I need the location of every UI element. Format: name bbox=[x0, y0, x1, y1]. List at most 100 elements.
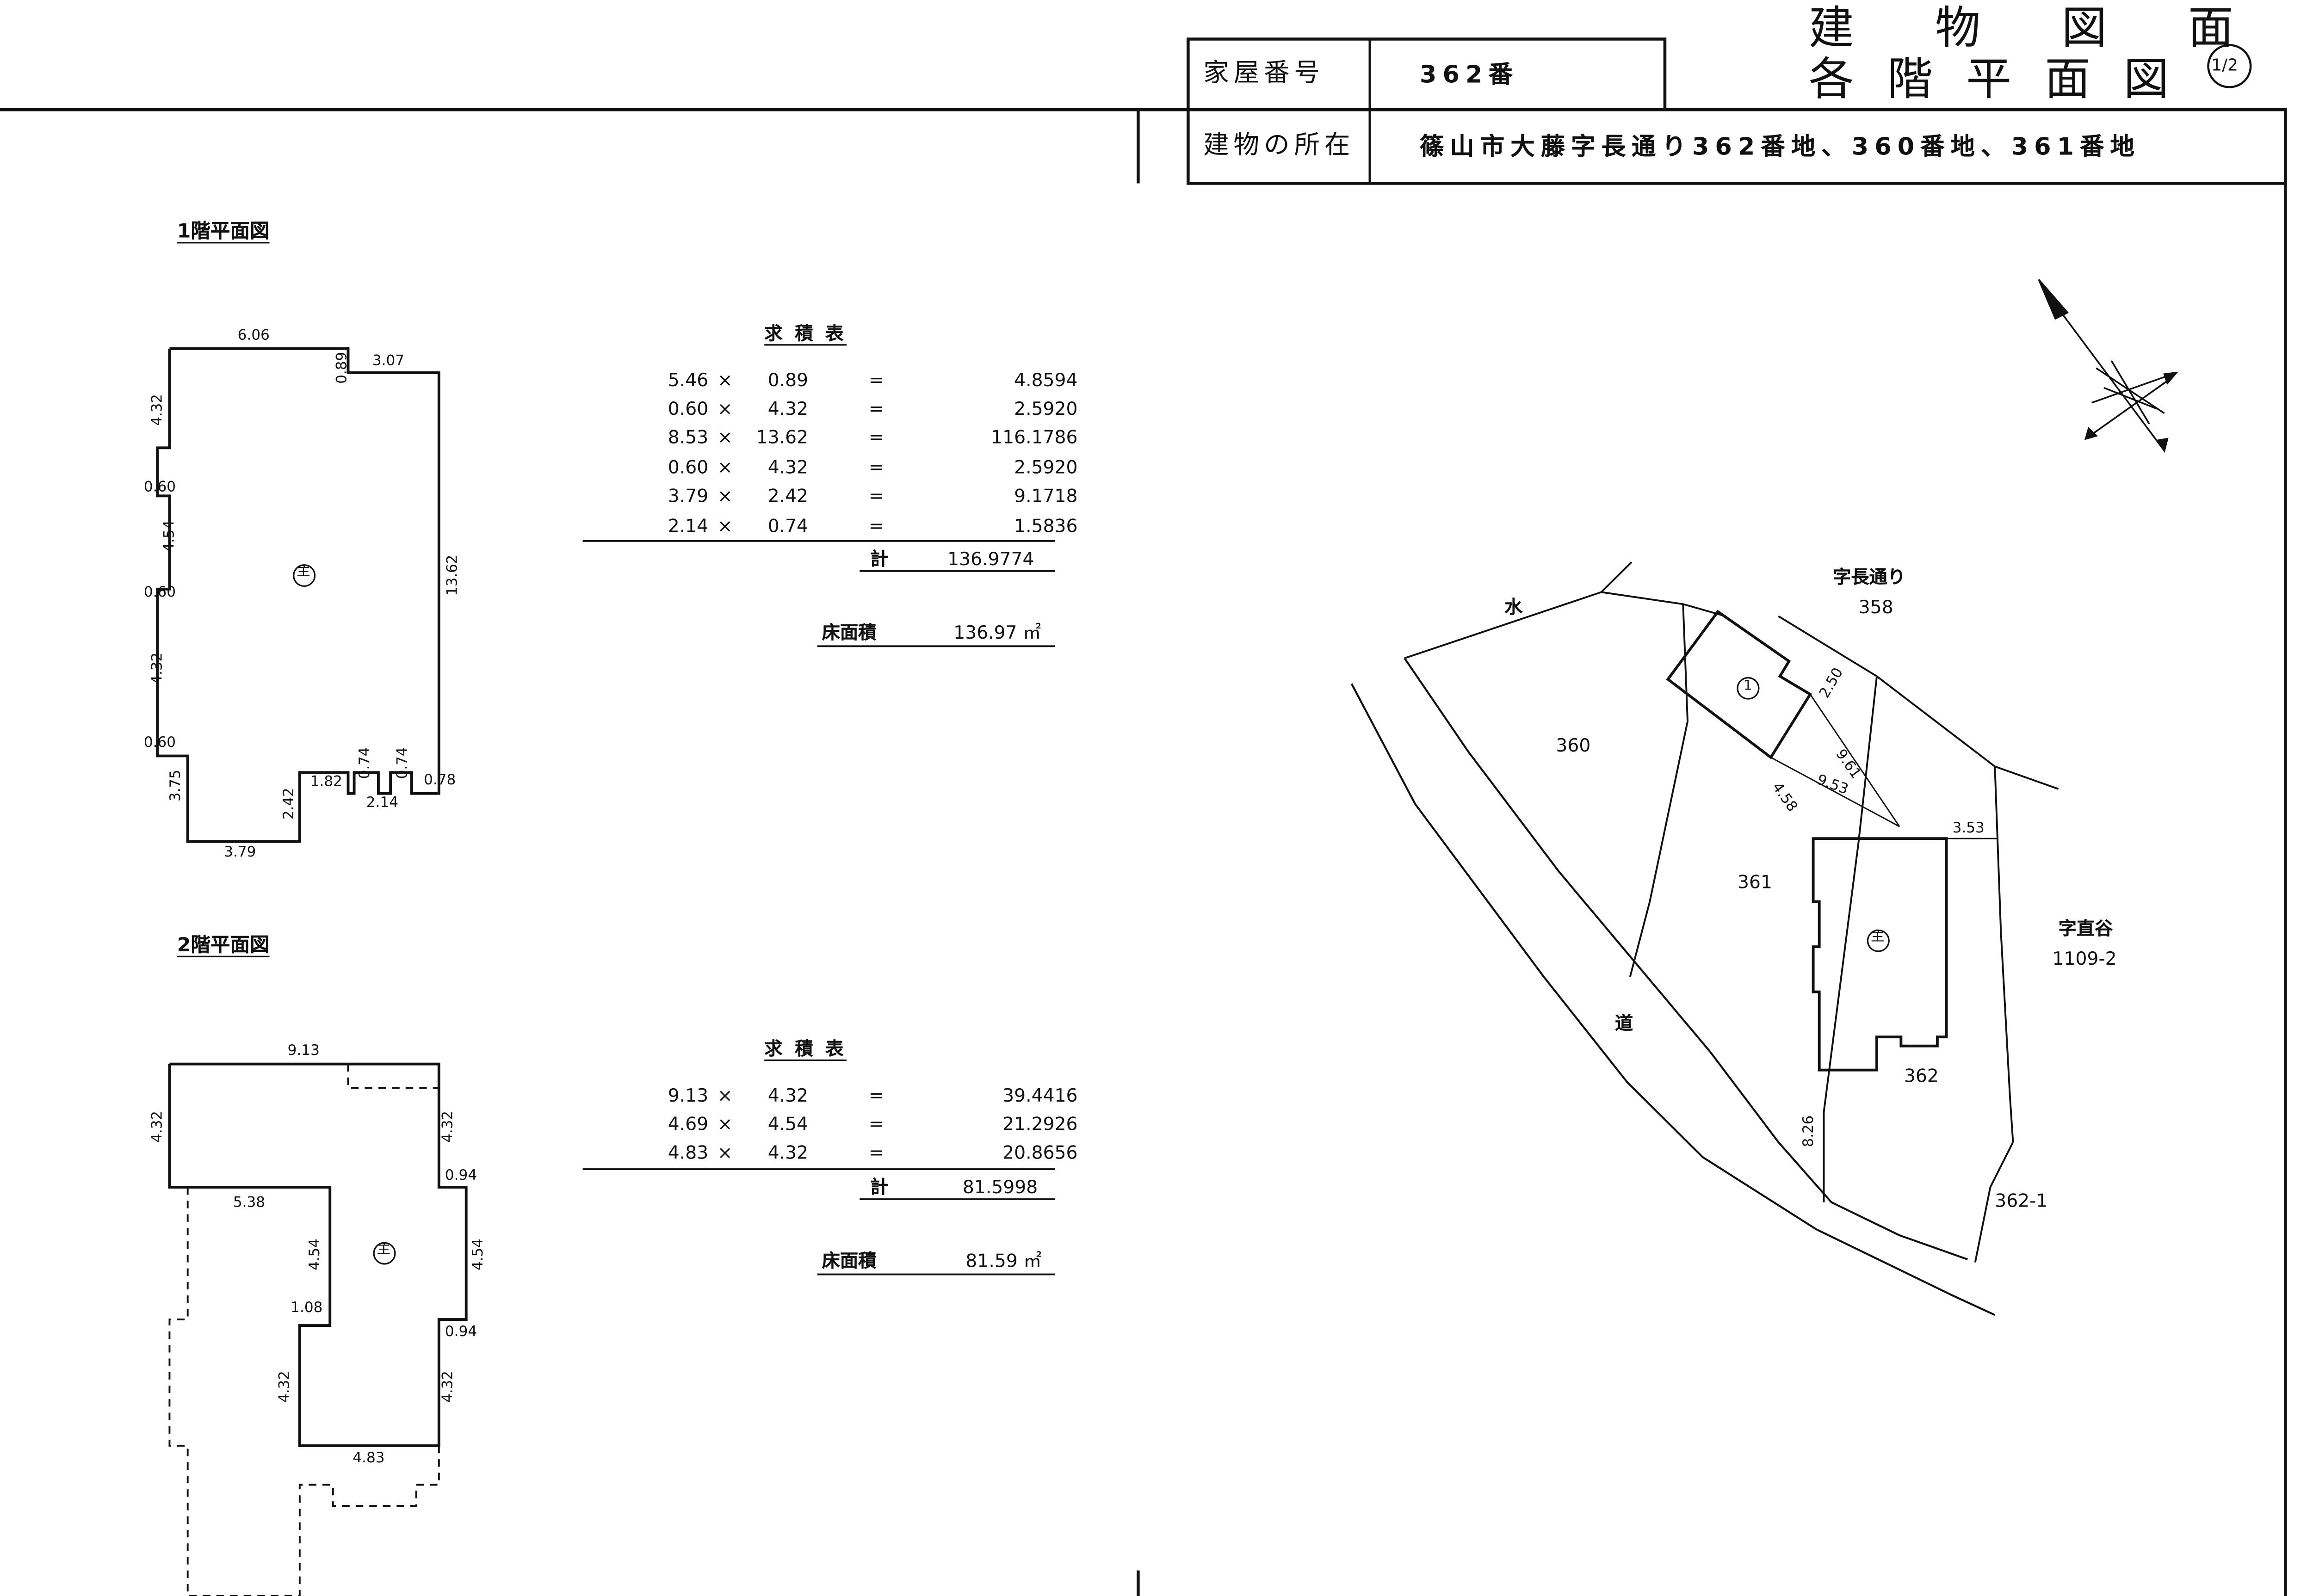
floor2-main-circle bbox=[373, 1242, 396, 1265]
floor1-calc-cell-a: 2.14 bbox=[668, 515, 709, 536]
floor1-calc-cell-b: 2.42 bbox=[767, 486, 809, 507]
floor1-calc-cell-r: 116.1786 bbox=[991, 427, 1078, 449]
floor2-calc-cell-a: 4.83 bbox=[668, 1143, 709, 1164]
floor1-calc-cell-eq: = bbox=[868, 486, 884, 507]
floor1-calc-cell-r: 2.5920 bbox=[1014, 456, 1078, 478]
floor1-main-mark: 主 bbox=[297, 565, 310, 580]
f2-dim-left-c: 4.54 bbox=[307, 1239, 324, 1270]
floor2-calc-cell-b: 4.32 bbox=[767, 1085, 809, 1106]
floor1-calc-cell-b: 4.32 bbox=[767, 456, 809, 478]
floor1-calc-cell-r: 4.8594 bbox=[1014, 369, 1078, 390]
f1-dim-left-a: 4.32 bbox=[149, 394, 167, 426]
f1-dim-left-e: 4.32 bbox=[149, 652, 167, 684]
floor2-title: 2階平面図 bbox=[177, 935, 270, 957]
floor1-calc-cell-op: × bbox=[717, 398, 733, 419]
floor1-calc-cell-b: 4.32 bbox=[767, 398, 809, 419]
location-label: 建物の所在 bbox=[1203, 130, 1355, 161]
floor1-calc-row: 0.60×4.32=2.5920 bbox=[648, 453, 1078, 482]
site-water-line bbox=[1404, 561, 1633, 659]
f2-dim-top: 9.13 bbox=[287, 1043, 320, 1060]
site-boundary-top-a bbox=[1601, 591, 1726, 617]
site-road-lot: 358 bbox=[1858, 597, 1893, 618]
floor1-calc-cell-op: × bbox=[717, 456, 733, 478]
site-boundary-top-b bbox=[1778, 615, 2059, 790]
site-attached-mark: 1 bbox=[1744, 679, 1752, 695]
floor2-calc-cell-eq: = bbox=[868, 1143, 884, 1164]
f1-dim-top-c: 3.07 bbox=[372, 353, 405, 370]
floor2-calc-row: 4.69×4.54=21.2926 bbox=[648, 1109, 1078, 1139]
floor1-title: 1階平面図 bbox=[177, 221, 270, 244]
title-line2: 各階平面図 bbox=[1808, 54, 2202, 107]
floor2-calc-cell-b: 4.32 bbox=[767, 1143, 809, 1164]
floor1-calc-cell-a: 3.79 bbox=[668, 486, 709, 507]
site-water-label: 水 bbox=[1504, 597, 1523, 618]
floor2-calc-title: 求 積 表 bbox=[764, 1038, 847, 1060]
site-lot-362: 362 bbox=[1904, 1065, 1939, 1087]
floor1-calc-cell-a: 0.60 bbox=[668, 456, 709, 478]
floor1-calc-cell-eq: = bbox=[868, 398, 884, 419]
f1-dim-top-a: 6.06 bbox=[237, 327, 270, 345]
f1-dim-left-b: 0.60 bbox=[143, 479, 176, 496]
floor1-calc-cell-eq: = bbox=[868, 515, 884, 536]
floor2-calc-row: 4.83×4.32=20.8656 bbox=[648, 1139, 1078, 1168]
site-dim-line-a bbox=[1770, 757, 1900, 827]
floor1-calc-cell-a: 8.53 bbox=[668, 427, 709, 449]
site-boundary-362-east bbox=[1994, 766, 2014, 1142]
floor2-calc-cell-eq: = bbox=[868, 1114, 884, 1135]
site-boundary-360-361 bbox=[1629, 604, 1689, 977]
floor1-calc-cell-b: 0.89 bbox=[767, 369, 809, 390]
f1-dim-bottom-f: 2.14 bbox=[366, 795, 398, 812]
f1-dim-top-b: 0.89 bbox=[334, 351, 351, 384]
floor1-calc-row: 2.14 × 0.74 = 1.5836 bbox=[648, 511, 1078, 540]
f2-dim-right-a: 4.32 bbox=[440, 1110, 457, 1143]
floor2-calc-cell-r: 21.2926 bbox=[1002, 1114, 1078, 1135]
floor2-calc-row: 9.13×4.32=39.4416 bbox=[648, 1080, 1078, 1109]
f1-dim-left-f: 0.60 bbox=[143, 735, 176, 752]
floor1-main-circle bbox=[293, 564, 316, 587]
floor1-calc-cell-op: × bbox=[717, 427, 733, 449]
site-lot-362-1: 362-1 bbox=[1995, 1190, 2048, 1212]
floor1-calc-cell-eq: = bbox=[868, 427, 884, 449]
floor1-calc-cell-op: × bbox=[717, 515, 733, 536]
f2-dim-bottom: 4.83 bbox=[353, 1450, 385, 1467]
f1-dim-bottom-d: 0.74 bbox=[395, 747, 412, 779]
site-attached-circle bbox=[1737, 677, 1760, 700]
floor1-calc-row: 0.60×4.32=2.5920 bbox=[648, 394, 1078, 424]
floor1-calc-title: 求 積 表 bbox=[764, 323, 847, 345]
floor1-calc-cell-r: 1.5836 bbox=[1014, 515, 1078, 536]
site-dim-826: 8.26 bbox=[1800, 1115, 1818, 1147]
floor1-total-label: 計 bbox=[870, 548, 889, 570]
floor1-area-label: 床面積 bbox=[822, 622, 877, 643]
floor1-calc-cell-op: × bbox=[717, 369, 733, 390]
floor1-calc-cell-r: 9.1718 bbox=[1014, 486, 1078, 507]
site-main-building bbox=[1812, 837, 1948, 1072]
f1-dim-left-g: 3.75 bbox=[167, 770, 185, 802]
f1-dim-bottom-b: 1.82 bbox=[310, 774, 342, 791]
f1-dim-right: 13.62 bbox=[445, 555, 462, 596]
floor1-area-value: 136.97 ㎡ bbox=[953, 622, 1041, 643]
floor1-calc-cell-op: × bbox=[717, 486, 733, 507]
floor2-calc-cell-b: 4.54 bbox=[767, 1114, 809, 1135]
floor2-main-mark: 主 bbox=[377, 1243, 391, 1258]
site-boundary-362-1 bbox=[1974, 1141, 2014, 1263]
floor1-calc-row: 8.53 × 13.62 = 116.1786 bbox=[648, 424, 1078, 453]
site-boundary-361-362 bbox=[1823, 676, 1878, 1202]
f2-dim-left-a: 4.32 bbox=[149, 1110, 167, 1143]
floor2-calc-cell-a: 9.13 bbox=[668, 1085, 709, 1106]
floor2-calc-cell-op: × bbox=[717, 1143, 733, 1164]
floor1-calc-cell-r: 2.5920 bbox=[1014, 398, 1078, 419]
location-value: 篠山市大藤字長通り362番地、360番地、361番地 bbox=[1419, 132, 2140, 161]
floor1-calc-cell-b: 13.62 bbox=[756, 427, 809, 449]
f2-dim-right-c: 4.54 bbox=[470, 1239, 487, 1270]
f1-dim-left-d: 0.60 bbox=[143, 585, 176, 601]
f1-dim-left-c: 4.54 bbox=[161, 520, 179, 552]
floor1-calc-cell-b: 0.74 bbox=[767, 515, 809, 536]
site-dim-line-b bbox=[1809, 694, 1900, 827]
site-main-mark: 主 bbox=[1870, 930, 1885, 945]
floor1-outline bbox=[156, 347, 440, 843]
site-road-char: 道 bbox=[1615, 1013, 1633, 1034]
f2-dim-left-d: 1.08 bbox=[291, 1300, 323, 1317]
floor2-area-label: 床面積 bbox=[822, 1250, 877, 1272]
f2-dim-right-d: 0.94 bbox=[445, 1324, 477, 1341]
